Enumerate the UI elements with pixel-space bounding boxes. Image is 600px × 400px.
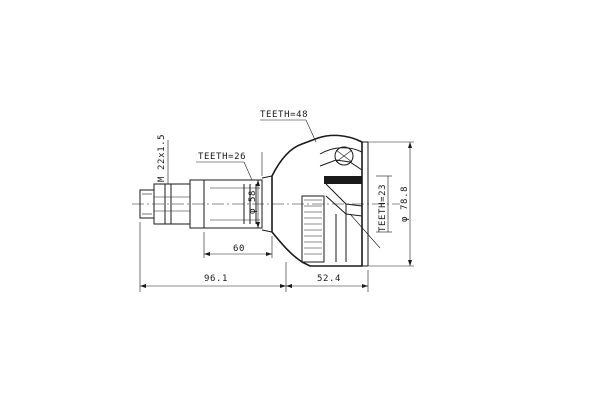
label-length-housing: 52.4: [317, 274, 341, 284]
label-shaft-diameter: φ 58: [248, 190, 258, 214]
label-length-total: 96.1: [204, 274, 228, 284]
threaded-stud: [139, 179, 205, 229]
label-length-shaft: 60: [233, 244, 245, 254]
label-thread: M 22x1.5: [157, 134, 167, 182]
label-teeth-outer: TEETH=48: [260, 110, 308, 120]
label-teeth-shaft: TEETH=26: [198, 152, 246, 162]
label-housing-diameter: φ 78.8: [400, 186, 410, 222]
dimensions: [139, 119, 414, 292]
outer-housing: [271, 134, 369, 267]
label-teeth-inner: TEETH=23: [378, 184, 388, 232]
splined-shaft: [204, 175, 273, 233]
